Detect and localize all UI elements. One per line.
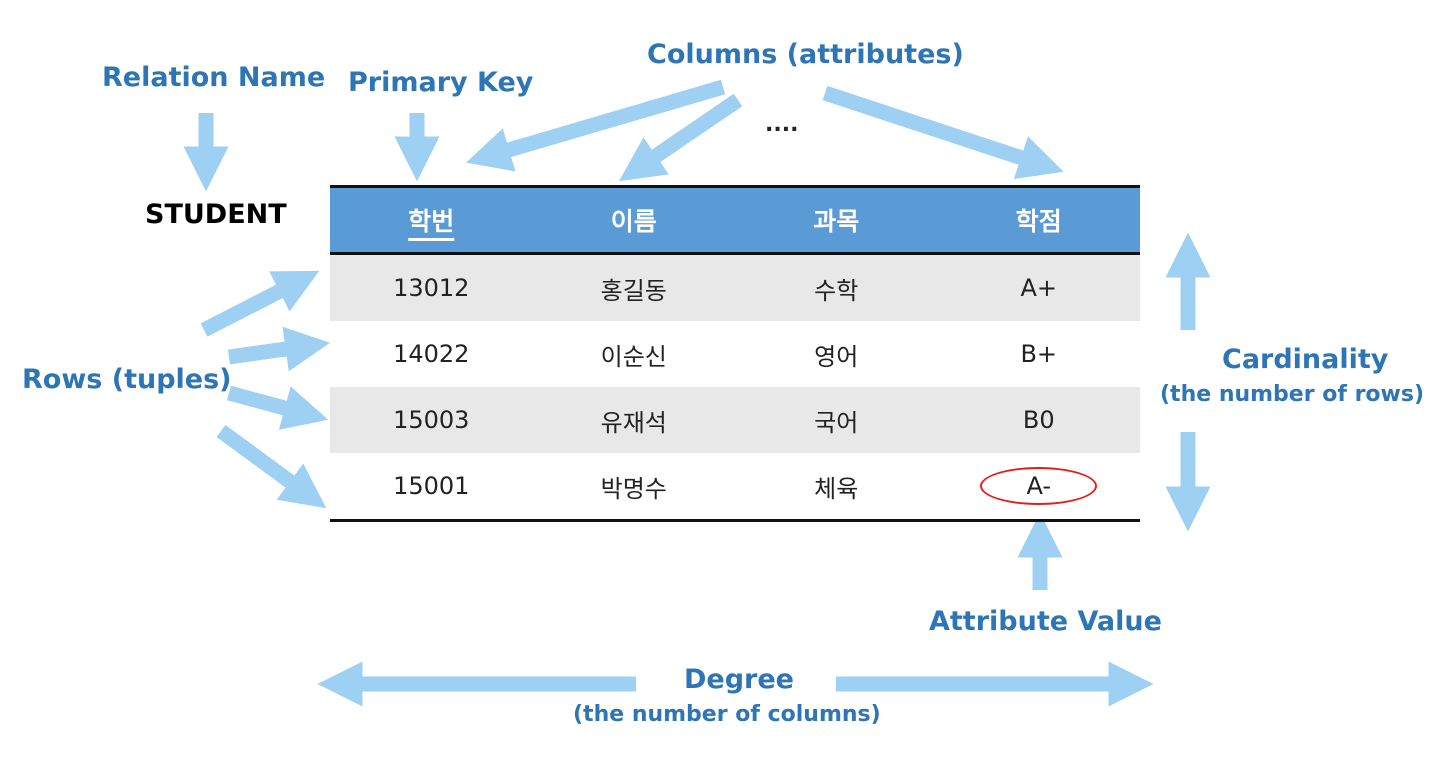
- columns-arrow-2: [619, 93, 743, 182]
- column-header: 이름: [532, 186, 735, 255]
- primary-key-column-header: 학번: [408, 207, 455, 236]
- degree-sublabel: (the number of columns): [573, 702, 881, 727]
- rows-arrow-4: [216, 424, 327, 509]
- columns-arrow-3: [822, 85, 1064, 180]
- primary-key-label: Primary Key: [348, 67, 534, 98]
- rows-label: Rows (tuples): [22, 364, 232, 395]
- attribute-value-circle: A-: [980, 467, 1098, 505]
- rows-arrow-2: [227, 326, 331, 372]
- table-cell: 15003: [330, 387, 533, 453]
- table-cell: B0: [937, 387, 1140, 453]
- relation-name-label: Relation Name: [102, 62, 326, 93]
- table-row: 13012 홍길동 수학 A+: [330, 253, 1140, 321]
- table-cell: 15001: [330, 453, 533, 521]
- rows-arrow-1: [200, 270, 320, 337]
- more-columns-ellipsis: ....: [765, 112, 799, 137]
- student-relation-table: 학번 이름 과목 학점 13012 홍길동 수학 A+ 14022 이순신 영어…: [330, 185, 1140, 522]
- relation-name: STUDENT: [145, 199, 287, 230]
- column-header: 과목: [735, 186, 938, 255]
- rows-arrow-3: [227, 385, 329, 430]
- cardinality-sublabel: (the number of rows): [1160, 382, 1425, 407]
- table-cell: B+: [937, 321, 1140, 387]
- attribute-value-label: Attribute Value: [929, 606, 1162, 637]
- table-cell: 박명수: [532, 453, 735, 521]
- highlighted-attribute-cell: A-: [937, 453, 1140, 521]
- column-header: 학점: [937, 186, 1140, 255]
- table-header-row: 학번 이름 과목 학점: [330, 186, 1140, 255]
- cardinality-label: Cardinality: [1222, 344, 1389, 375]
- table-cell: 수학: [735, 253, 938, 321]
- column-header: 학번: [330, 186, 533, 255]
- table-cell: 체육: [735, 453, 938, 521]
- columns-label: Columns (attributes): [647, 39, 964, 70]
- table-cell: 14022: [330, 321, 533, 387]
- table-cell: 홍길동: [532, 253, 735, 321]
- table-row: 15003 유재석 국어 B0: [330, 387, 1140, 453]
- table-row: 14022 이순신 영어 B+: [330, 321, 1140, 387]
- table-cell: 영어: [735, 321, 938, 387]
- columns-arrow-1: [466, 79, 726, 172]
- degree-label: Degree: [684, 664, 794, 695]
- table-cell: 13012: [330, 253, 533, 321]
- table-row: 15001 박명수 체육 A-: [330, 453, 1140, 521]
- table-cell: 이순신: [532, 321, 735, 387]
- table-cell: A+: [937, 253, 1140, 321]
- table-cell: 국어: [735, 387, 938, 453]
- table-cell: 유재석: [532, 387, 735, 453]
